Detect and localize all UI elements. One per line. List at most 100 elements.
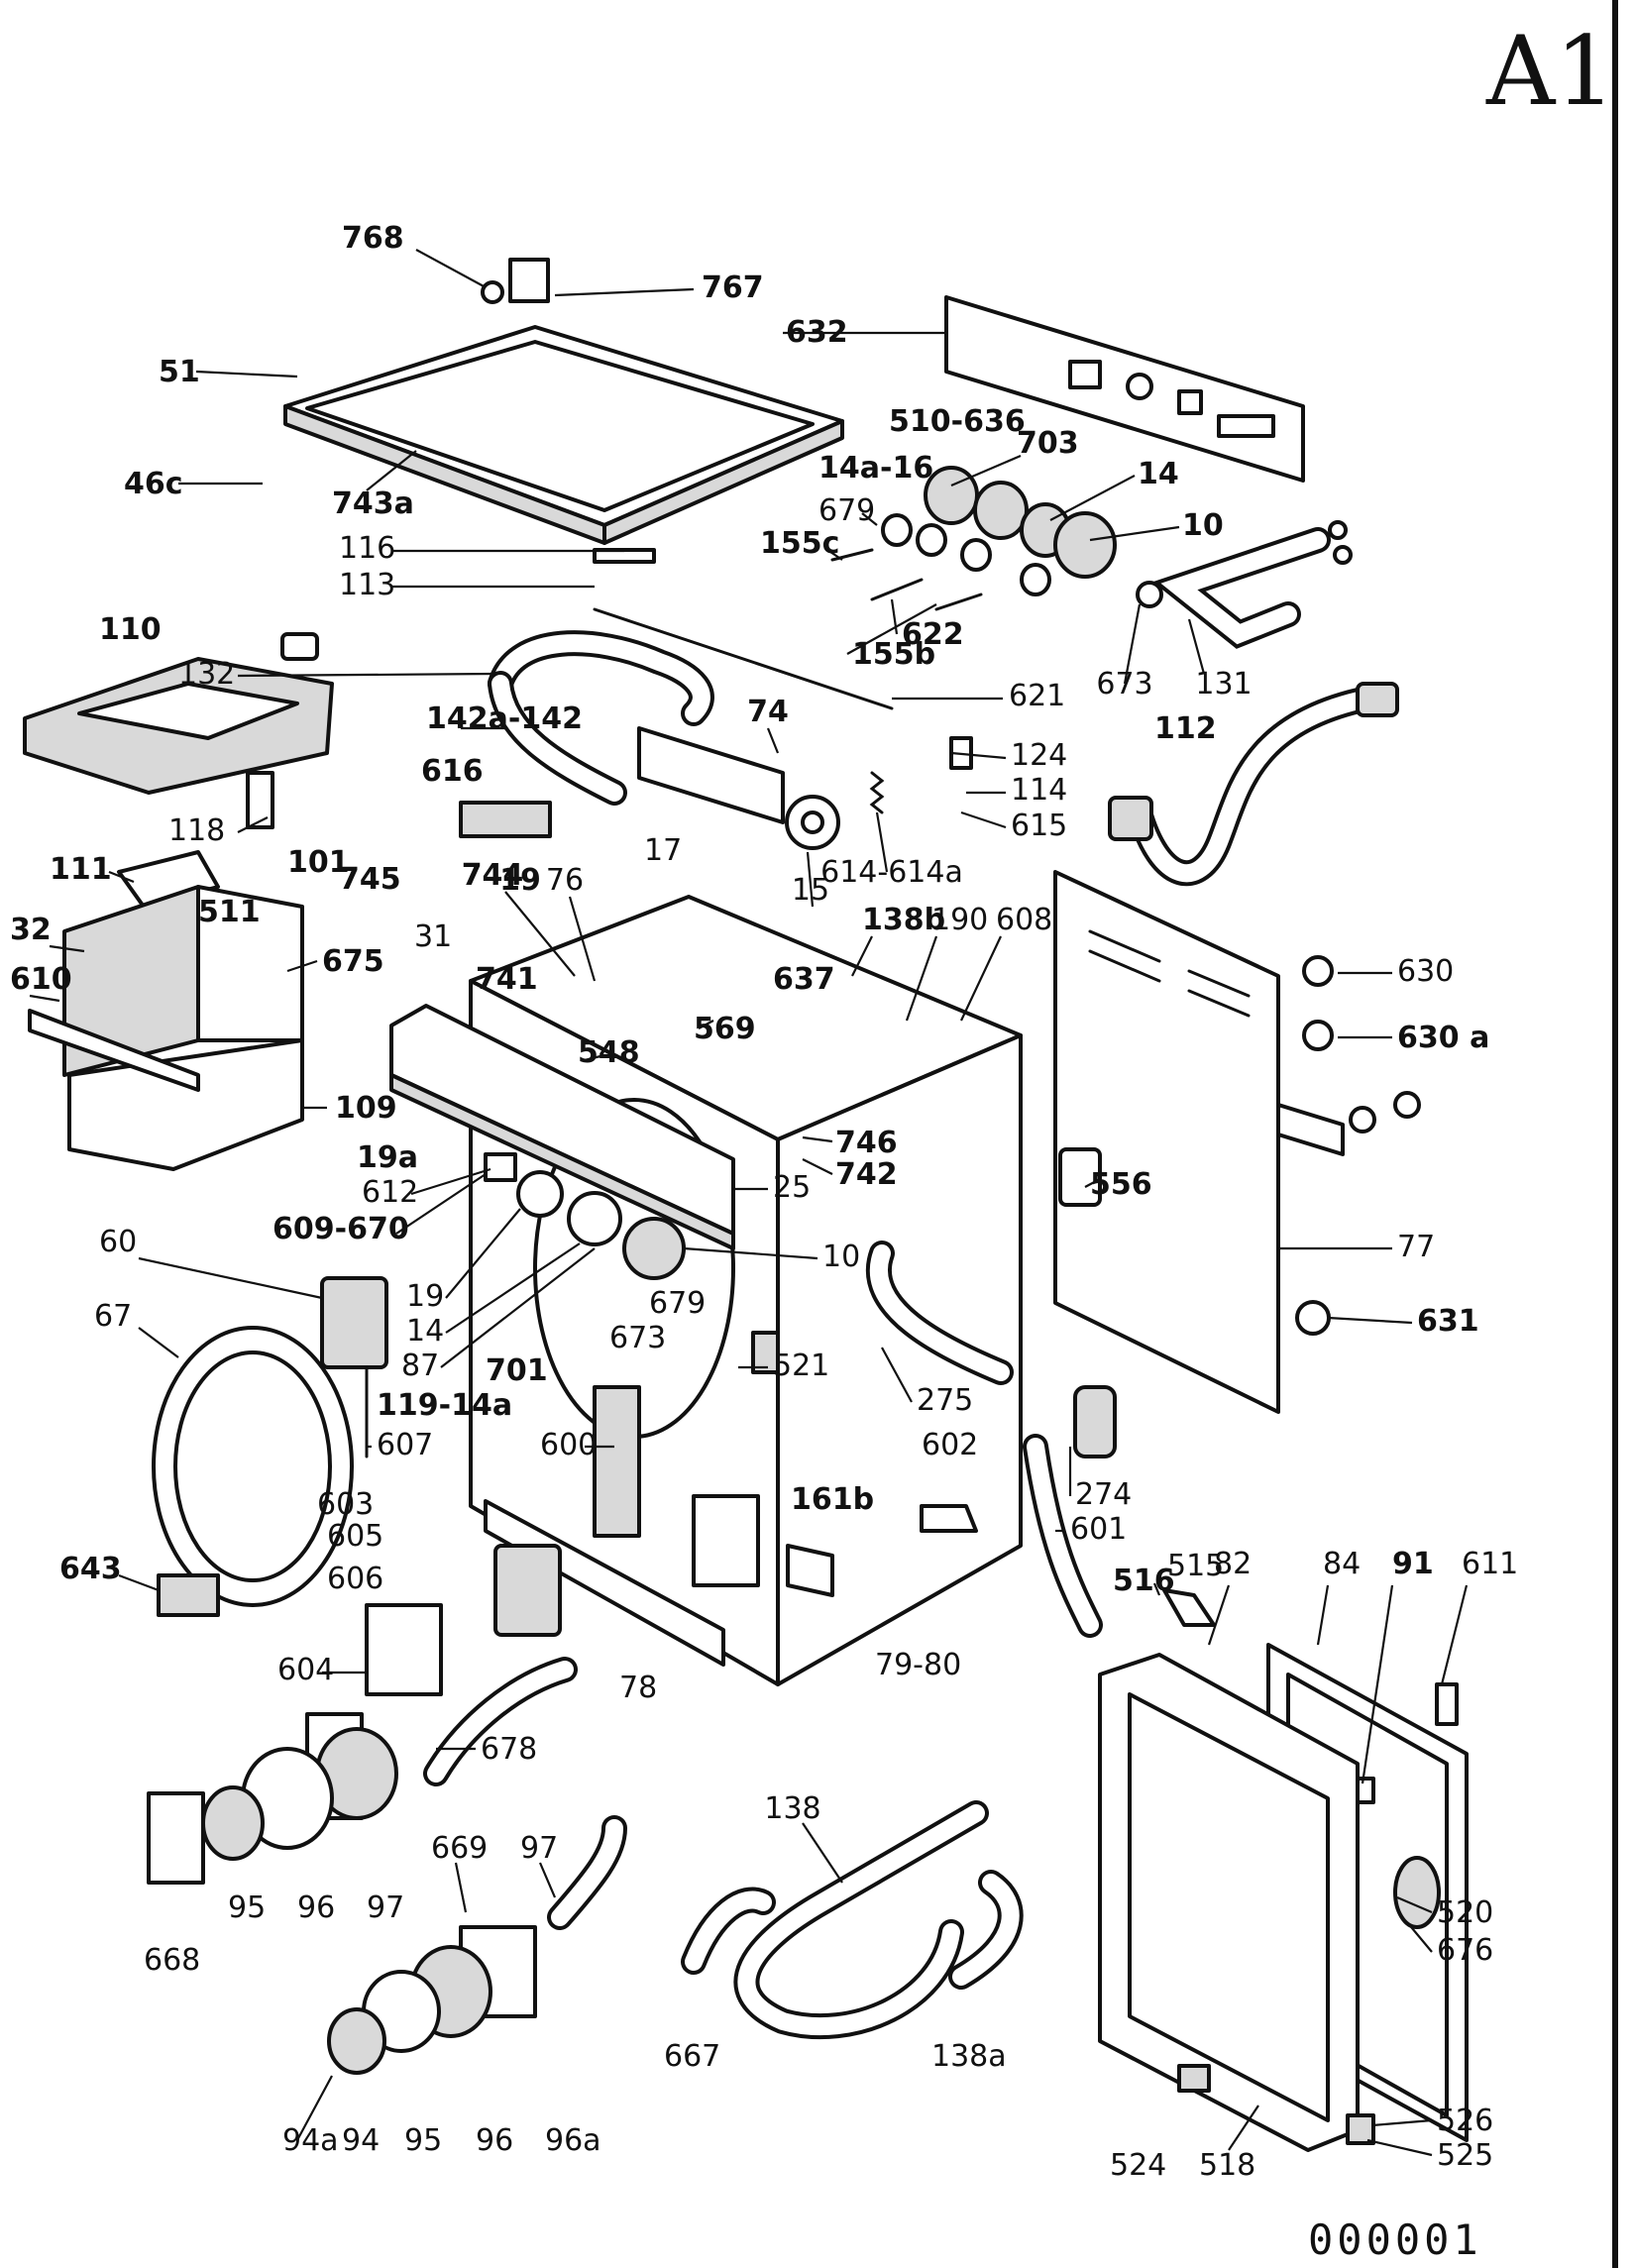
leader-line: [445, 1242, 581, 1334]
callout-label: 10: [1182, 508, 1224, 543]
callout-label: 556: [1090, 1167, 1152, 1202]
inlet-hose: [1108, 682, 1399, 887]
callout-label: 606: [327, 1562, 383, 1596]
upper-hose: [488, 630, 714, 806]
callout-label: 643: [59, 1552, 122, 1586]
front-control-fascia: [389, 1004, 735, 1280]
callout-label: 132: [178, 657, 235, 692]
leader-line: [568, 896, 597, 982]
leader-line: [1123, 603, 1142, 685]
leader-line: [1207, 1584, 1231, 1646]
leader-line: [584, 1053, 605, 1062]
leader-line: [538, 1862, 557, 1898]
drain-hoses: [866, 1241, 1117, 1638]
callout-label: 110: [99, 612, 162, 647]
pump-assembly-lower: [327, 1815, 627, 2075]
leader-line: [1228, 2105, 1259, 2151]
leader-line: [802, 1135, 833, 1143]
leader-line: [875, 811, 889, 873]
callout-label: 510-636: [889, 404, 1026, 439]
callout-label: 84: [1323, 1547, 1361, 1581]
plinth-78: [484, 1499, 725, 1667]
callout-label: 679: [649, 1286, 706, 1321]
callout-label: 10: [822, 1240, 860, 1274]
callout-label: 15: [792, 873, 829, 908]
leader-line: [366, 450, 417, 491]
callout-label: 679: [818, 493, 875, 528]
callout-label: 51: [159, 355, 200, 389]
selector-knobs: [830, 466, 1117, 611]
leader-line: [554, 287, 695, 297]
callout-label: 138a: [931, 2039, 1007, 2074]
callout-label: 190: [931, 903, 988, 937]
leader-line: [960, 810, 1007, 829]
callout-label: 96: [297, 1890, 335, 1925]
callout-label: 119-14a: [377, 1388, 512, 1423]
leader-line: [415, 249, 487, 288]
dispenser-drawer: [28, 850, 304, 1171]
leader-line: [138, 1256, 323, 1300]
callout-label: 138: [764, 1791, 820, 1826]
leader-line: [49, 944, 85, 953]
leader-line: [826, 549, 843, 561]
callout-label: 76: [546, 863, 584, 898]
callout-label: 621: [1009, 679, 1065, 713]
callout-label: 667: [664, 2039, 720, 2074]
callout-label: 609-670: [272, 1212, 409, 1246]
sheet-code: A1: [1485, 16, 1615, 127]
callout-label: 603: [317, 1487, 374, 1522]
callout-label: 743a: [332, 486, 414, 521]
cover-bracket: [481, 258, 550, 304]
callout-label: 95: [404, 2123, 442, 2158]
callout-label: 637: [773, 962, 835, 997]
callout-label: 612: [362, 1175, 418, 1210]
leader-line: [851, 935, 873, 977]
callout-label: 79-80: [875, 1648, 961, 1682]
callout-label: 19: [406, 1279, 444, 1314]
callout-label: 67: [94, 1299, 132, 1334]
leader-line: [1366, 2138, 1433, 2157]
leader-line: [1084, 1178, 1101, 1188]
mount-bracket-614: [637, 726, 840, 850]
leader-line: [683, 1246, 818, 1260]
callout-label: 678: [481, 1732, 537, 1767]
leader-line: [118, 1573, 160, 1592]
callout-label: 701: [486, 1353, 548, 1388]
callout-label: 14: [406, 1314, 444, 1349]
leader-line: [960, 935, 1002, 1022]
leader-line: [108, 870, 135, 884]
washer-630a: [1302, 1020, 1334, 1051]
leader-lines: [29, 249, 1469, 2157]
leader-line: [806, 851, 815, 908]
callout-label: 515: [1167, 1549, 1224, 1583]
label-strip: [459, 801, 552, 838]
callout-label: 745: [339, 862, 401, 897]
control-panel-rear: [944, 295, 1305, 483]
callout-label: 676: [1437, 1933, 1493, 1968]
leader-line: [1440, 1584, 1469, 1685]
callout-label: 60: [99, 1225, 137, 1259]
callout-label: 601: [1070, 1512, 1127, 1547]
washer-630: [1302, 955, 1334, 987]
callout-label: 615: [1011, 809, 1067, 843]
callout-label: 96a: [545, 2123, 601, 2158]
leader-line: [766, 727, 780, 754]
leader-line: [1361, 1584, 1394, 1784]
callout-label: 46c: [124, 467, 183, 501]
callout-label: 113: [339, 568, 395, 602]
leader-line: [504, 891, 576, 977]
callout-label: 32: [10, 913, 52, 947]
callout-label: 668: [144, 1943, 200, 1978]
top-cover: [283, 325, 844, 545]
drain-hose-138: [681, 1800, 1024, 2040]
callout-label: 524: [1110, 2148, 1166, 2183]
callout-label: 526: [1437, 2104, 1493, 2138]
leader-line: [890, 598, 899, 635]
callout-label: 31: [414, 919, 452, 954]
porthole-ring: [152, 1326, 354, 1607]
callout-label: 631: [1417, 1304, 1479, 1339]
callout-label: 516: [1113, 1564, 1175, 1598]
callout-label: 19: [499, 863, 541, 898]
callout-label: 622: [902, 617, 964, 652]
